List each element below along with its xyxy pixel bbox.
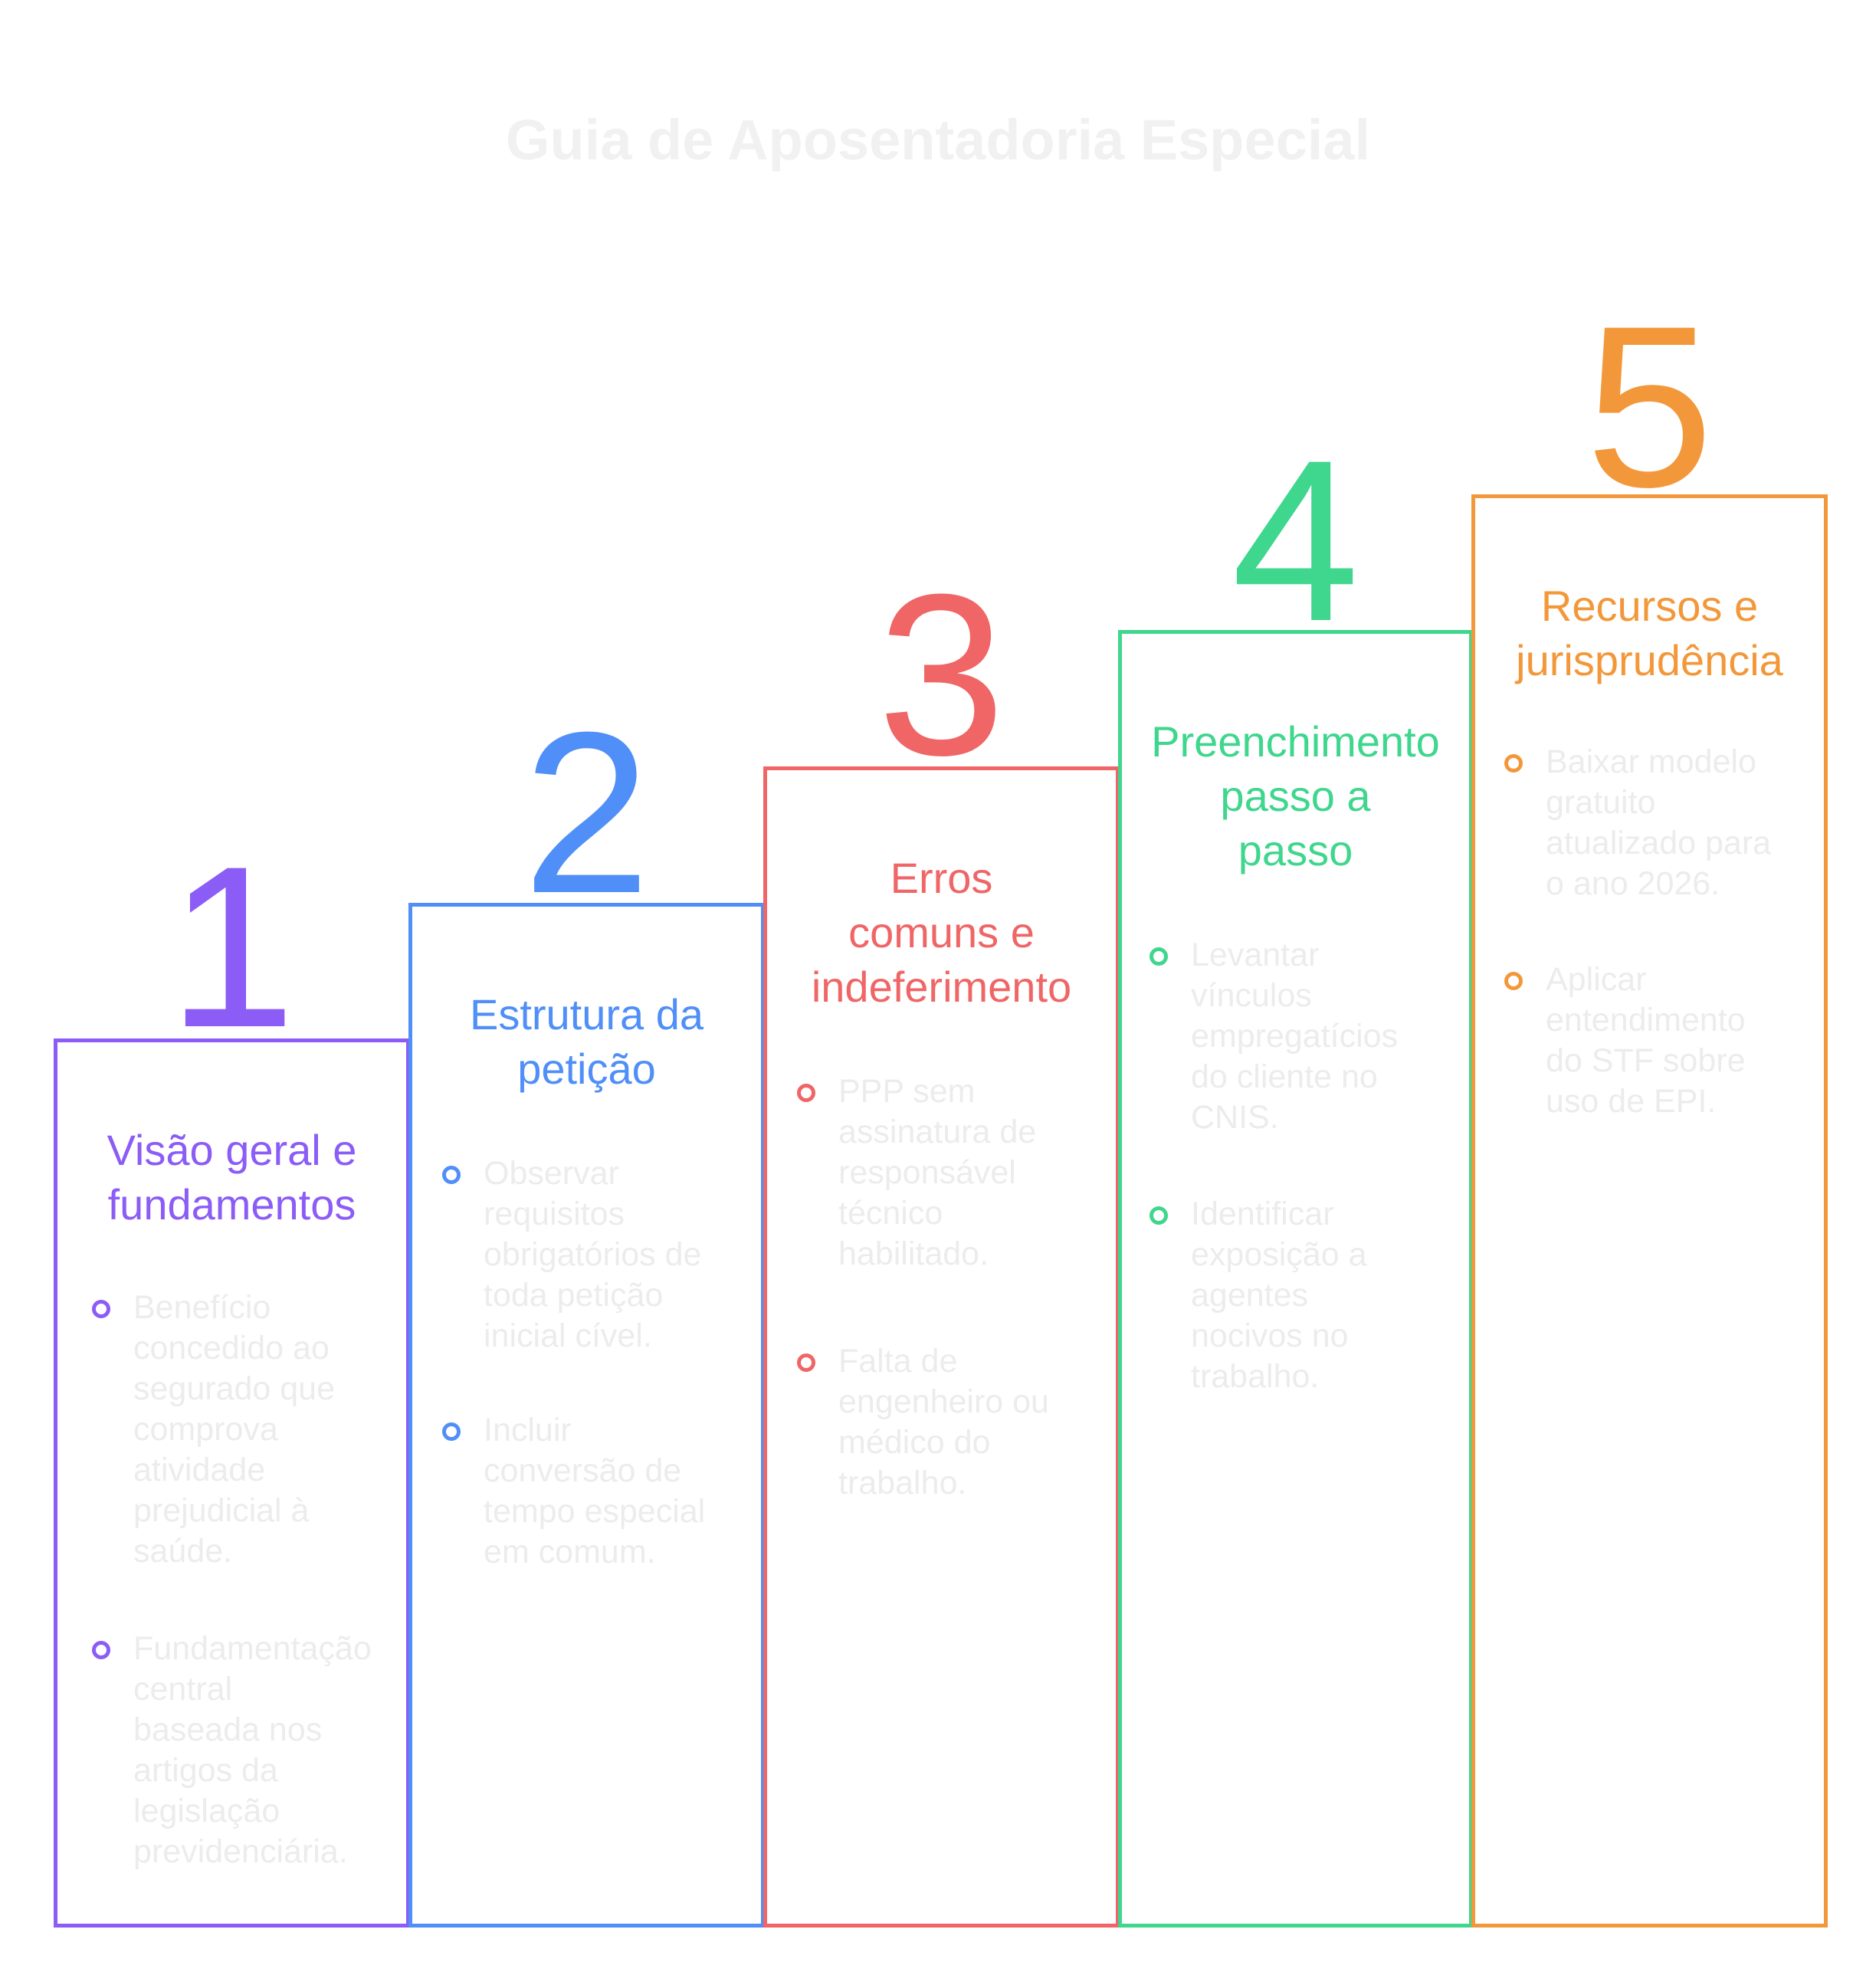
bullet-text-line: conversão de <box>484 1452 682 1489</box>
bullet-text-line: em comum. <box>484 1534 656 1570</box>
bullet-text-line: obrigatórios de <box>484 1236 702 1273</box>
bullet-circle-icon <box>1150 1206 1168 1225</box>
step-4-heading-line: passo <box>1238 826 1353 874</box>
bullet-text-line: prejudicial à <box>133 1492 310 1529</box>
bullet-circle-icon <box>92 1300 110 1318</box>
bullet-text-line: CNIS. <box>1191 1099 1279 1136</box>
step-1-box <box>54 1038 410 1928</box>
bullet-text-line: toda petição <box>484 1277 664 1314</box>
step-4-number: 4 <box>1232 412 1359 669</box>
bullet-text-line: concedido ao <box>133 1330 330 1367</box>
step-3-heading-line: comuns e <box>848 908 1035 956</box>
bullet-text-line: requisitos <box>484 1196 625 1232</box>
bullet-text: Aplicar entendimento do STF sobre uso de EP… <box>1546 960 1746 1122</box>
bullet-text-line: engenheiro ou <box>838 1383 1049 1420</box>
step-2-box <box>408 903 765 1928</box>
step-1-heading-line: Visão geral e <box>107 1126 357 1174</box>
bullet-text-line: previdenciária. <box>133 1833 348 1870</box>
step-3-heading-line: indeferimento <box>811 963 1072 1011</box>
bullet-text-line: atividade <box>133 1452 266 1488</box>
bullet-circle-icon <box>1504 972 1523 990</box>
step-4-heading-line: Preenchimento <box>1151 717 1440 766</box>
bullet-text-line: Observar <box>484 1155 619 1192</box>
bullet-text-line: Benefício <box>133 1289 271 1326</box>
bullet-text-line: responsável <box>838 1154 1016 1191</box>
bullet-text-line: empregatícios <box>1191 1018 1399 1055</box>
bullet-text-line: assinatura de <box>838 1114 1037 1150</box>
bullet-text-line: tempo especial <box>484 1493 706 1530</box>
bullet-text-line: trabalho. <box>1191 1358 1320 1395</box>
bullet-text-line: Falta de <box>838 1343 958 1380</box>
bullet-text-line: comprova <box>133 1411 278 1448</box>
bullet-circle-icon <box>442 1166 461 1184</box>
step-3-heading: Erros comuns e indeferimento <box>771 851 1112 1014</box>
bullet-circle-icon <box>1504 754 1523 773</box>
bullet-text-line: Levantar <box>1191 937 1320 973</box>
bullet-text-line: Identificar <box>1191 1196 1334 1232</box>
step-5-heading-line: jurisprudência <box>1516 636 1783 684</box>
step-2-heading-line: petição <box>517 1045 656 1093</box>
step-3-box <box>763 766 1120 1928</box>
step-5-number: 5 <box>1586 277 1714 535</box>
bullet-text-line: central <box>133 1671 233 1708</box>
bullet-circle-icon <box>797 1353 815 1372</box>
step-5-box <box>1471 494 1828 1928</box>
step-3-heading-line: Erros <box>890 854 993 902</box>
diagram-title: Guia de Aposentadoria Especial <box>505 108 1371 172</box>
bullet-text-line: nocivos no <box>1191 1317 1349 1354</box>
bullet-text-line: do cliente no <box>1191 1058 1378 1095</box>
bullet-text-line: entendimento <box>1546 1002 1746 1038</box>
bullet-text-line: do STF sobre <box>1546 1042 1746 1079</box>
step-4-heading: Preenchimento passo a passo <box>1126 714 1465 878</box>
step-4-heading-line: passo a <box>1220 772 1371 820</box>
bullet-text-line: atualizado para <box>1546 825 1772 861</box>
bullet-text-line: PPP sem <box>838 1073 976 1110</box>
step-2-heading-line: Estrutura da <box>469 990 704 1038</box>
bullet-text-line: Baixar modelo <box>1546 743 1756 780</box>
bullet-text-line: baseada nos <box>133 1711 323 1748</box>
bullet-text-line: gratuito <box>1546 784 1656 821</box>
step-5-heading: Recursos e jurisprudência <box>1479 579 1820 687</box>
step-5-heading-line: Recursos e <box>1540 582 1759 630</box>
bullet-text-line: habilitado. <box>838 1235 989 1272</box>
bullet-text-line: uso de EPI. <box>1546 1083 1717 1120</box>
bullet-circle-icon <box>92 1641 110 1659</box>
bullet-text-line: saúde. <box>133 1533 233 1570</box>
step-2-heading: Estrutura da petição <box>416 987 757 1096</box>
step-2-number: 2 <box>523 684 651 941</box>
step-1-heading: Visão geral e fundamentos <box>61 1123 402 1232</box>
bullet-text-line: exposição a <box>1191 1236 1367 1273</box>
bullet-text-line: médico do <box>838 1424 991 1461</box>
bullet-text-line: Incluir <box>484 1412 572 1449</box>
step-3-number: 3 <box>877 546 1005 803</box>
bullet-circle-icon <box>797 1084 815 1102</box>
bullet-text-line: o ano 2026. <box>1546 865 1720 902</box>
bullet-circle-icon <box>442 1422 461 1441</box>
bullet-text-line: trabalho. <box>838 1465 967 1501</box>
bullet-text-line: técnico <box>838 1195 943 1232</box>
bullet-text-line: segurado que <box>133 1370 335 1407</box>
step-1-heading-line: fundamentos <box>107 1180 356 1229</box>
bullet-text-line: Fundamentação <box>133 1630 372 1667</box>
bullet-text-line: Aplicar <box>1546 961 1647 998</box>
bullet-text-line: artigos da <box>133 1752 278 1789</box>
bullet-text-line: inicial cível. <box>484 1317 652 1354</box>
bullet-text-line: legislação <box>133 1793 280 1829</box>
bullet-text: Observar requisitos obrigatórios de toda pe… <box>484 1153 701 1357</box>
bullet-text-line: vínculos <box>1191 977 1312 1014</box>
step-4-box <box>1118 630 1473 1928</box>
bullet-text: Baixar modelo gratuito atualizado para o an… <box>1546 742 1771 904</box>
step-1-number: 1 <box>168 818 296 1075</box>
bullet-text-line: agentes <box>1191 1277 1309 1314</box>
bullet-circle-icon <box>1150 947 1168 966</box>
